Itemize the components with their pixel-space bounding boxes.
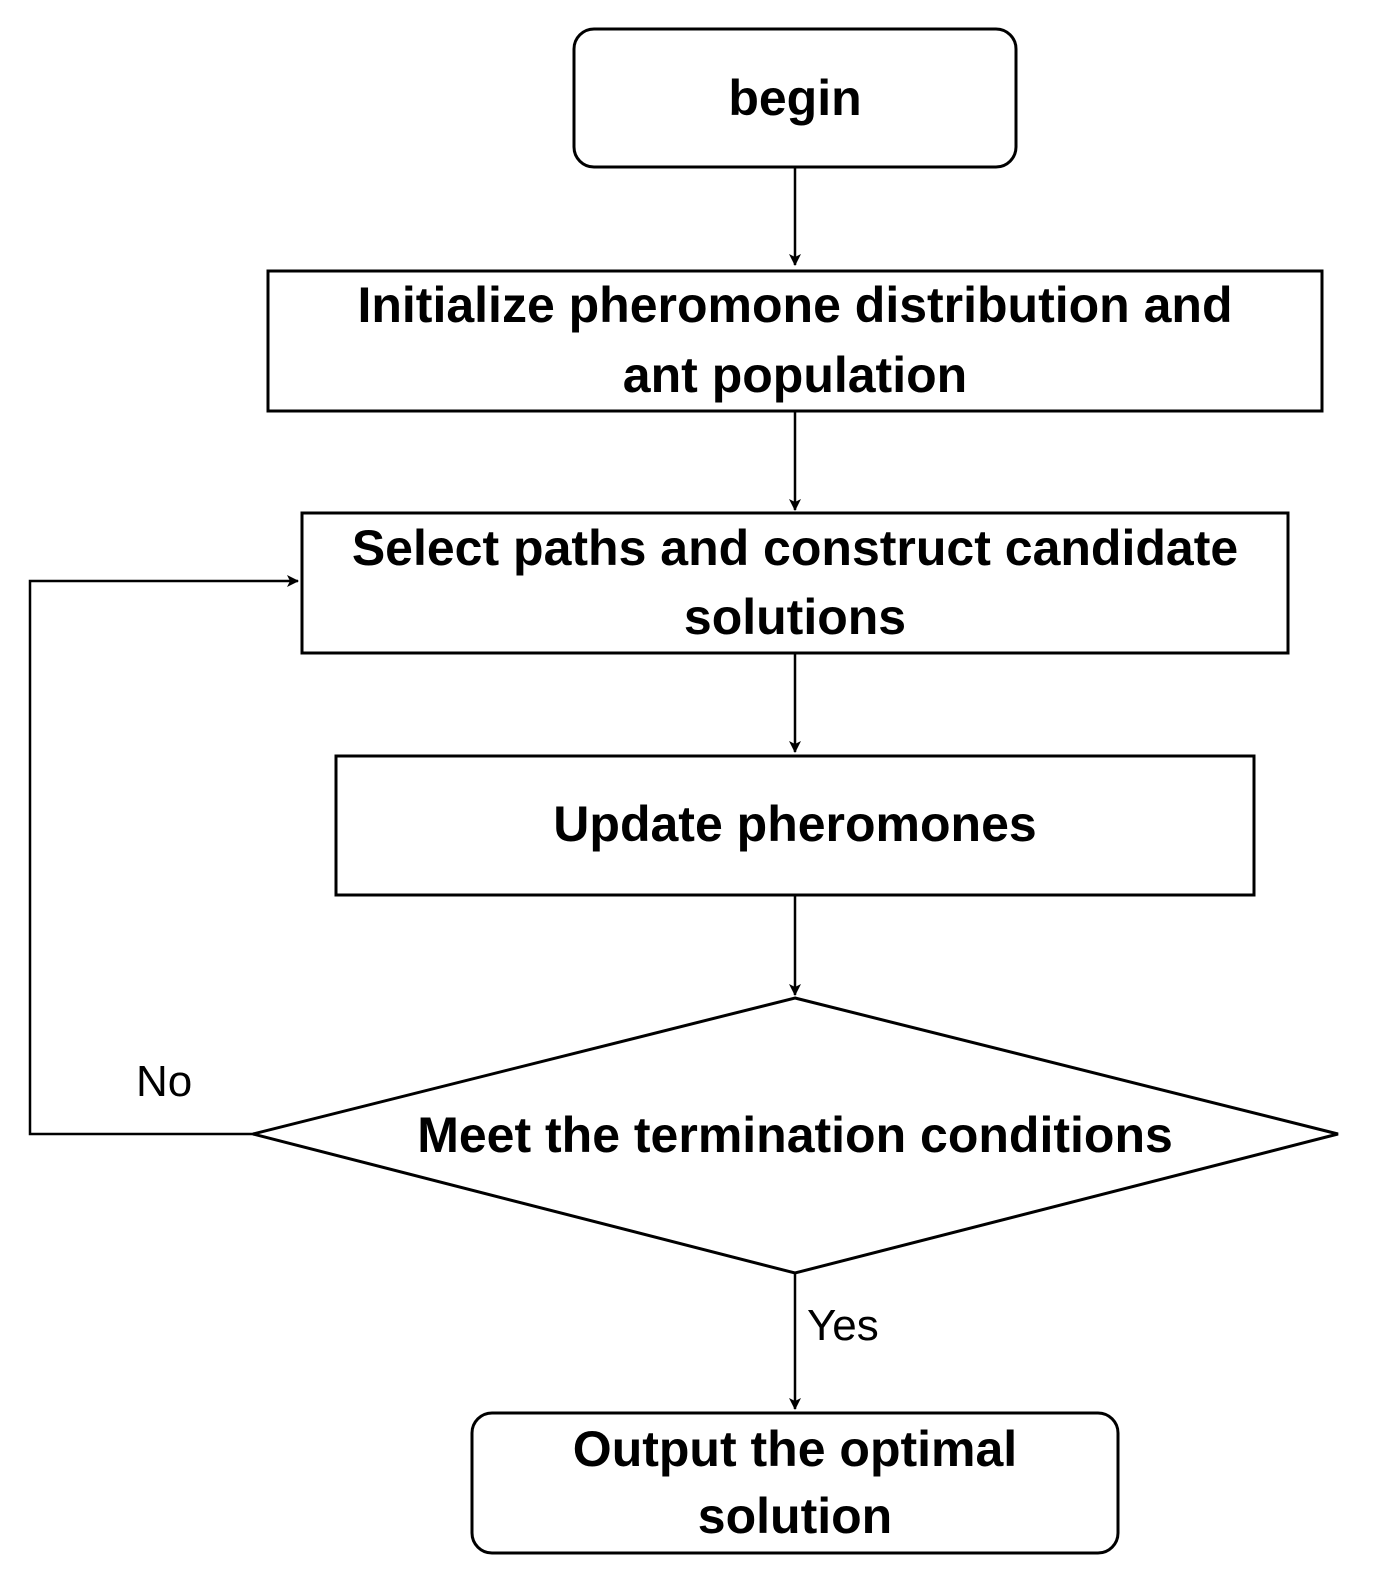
edge-label-yes: Yes	[807, 1301, 879, 1350]
decision-label: Meet the termination conditions	[417, 1107, 1173, 1163]
node-begin: begin	[572, 27, 1018, 169]
output-label-line-1: Output the optimal	[573, 1421, 1017, 1477]
initialize-process-box	[266, 269, 1324, 413]
node-update: Update pheromones	[334, 754, 1256, 897]
node-decision: Meet the termination conditions	[252, 996, 1339, 1275]
select-label-line-1: Select paths and construct candidate	[352, 520, 1238, 576]
initialize-label-line-2: ant population	[623, 347, 967, 403]
update-label: Update pheromones	[553, 796, 1036, 852]
node-initialize: Initialize pheromone distribution and an…	[266, 269, 1324, 413]
update-process-box	[334, 754, 1256, 897]
initialize-label-line-1: Initialize pheromone distribution and	[357, 277, 1232, 333]
select-process-box	[300, 511, 1290, 655]
begin-label: begin	[728, 70, 861, 126]
output-label-line-2: solution	[698, 1488, 892, 1544]
begin-terminator-shape	[572, 27, 1018, 169]
edge-label-no: No	[136, 1057, 192, 1106]
output-terminator-shape	[470, 1411, 1120, 1555]
edge-decision-to-select-loop	[28, 575, 299, 1136]
select-label-line-2: solutions	[684, 589, 906, 645]
edges	[28, 167, 801, 1410]
decision-diamond-shape	[252, 996, 1339, 1275]
node-select: Select paths and construct candidate sol…	[300, 511, 1290, 655]
node-output: Output the optimal solution	[470, 1411, 1120, 1555]
